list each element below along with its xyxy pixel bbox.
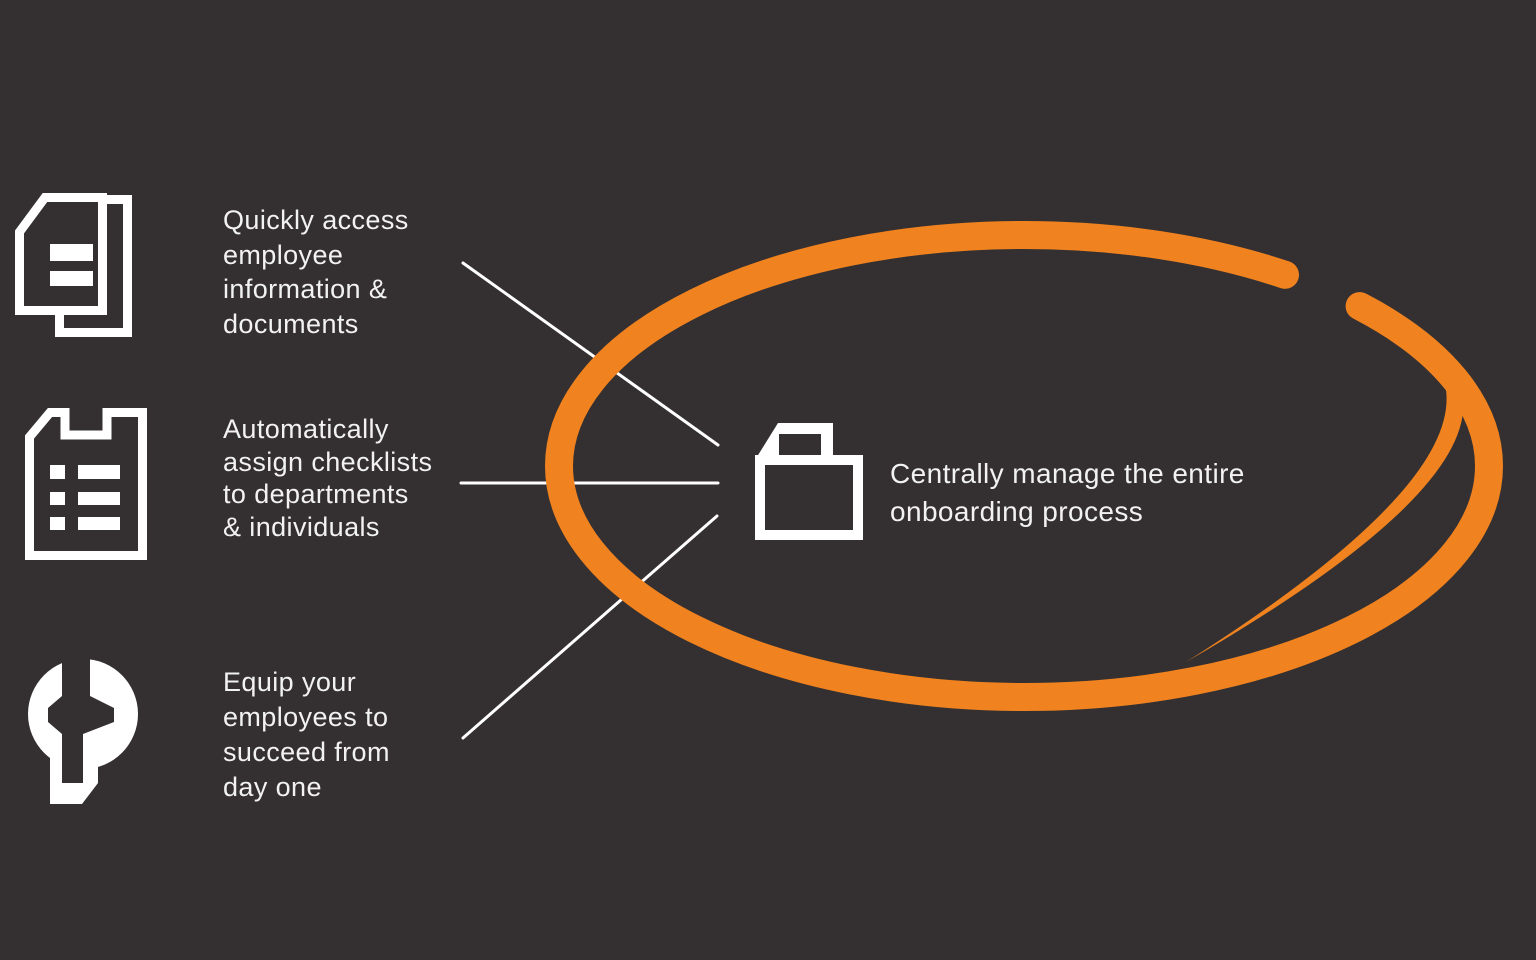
documents-text-bar [50, 271, 93, 286]
checklist-page [25, 408, 147, 560]
wrench-icon [26, 658, 140, 806]
feature-equip-line: employees to [223, 702, 389, 732]
checklist-item-bar [78, 492, 120, 505]
feature-documents-line: Quickly access [223, 205, 409, 235]
feature-equip-label: Equip your employees to succeed from day… [223, 665, 390, 805]
folder-body [755, 455, 863, 540]
feature-equip-line: Equip your [223, 667, 357, 697]
highlight-ellipse [545, 221, 1503, 711]
connector-line-documents [461, 261, 720, 447]
documents-icon [15, 191, 134, 339]
feature-documents-line: employee [223, 239, 344, 270]
center-message-label: Centrally manage the entire onboarding p… [890, 455, 1245, 531]
checklist-item-bar [78, 465, 120, 479]
center-message-line: onboarding process [890, 496, 1144, 527]
feature-checklists-label: Automatically assign checklists to depar… [223, 413, 432, 543]
feature-checklists-line: Automatically [223, 414, 389, 444]
feature-documents-line: documents [223, 308, 359, 339]
feature-equip-line: succeed from [223, 737, 390, 767]
connector-line-equip [461, 514, 719, 740]
feature-checklists-line: to departments [223, 479, 409, 509]
center-message-line: Centrally manage the entire [890, 458, 1245, 489]
feature-documents-label: Quickly access employee information & do… [223, 203, 409, 341]
checklist-item-bar [78, 517, 120, 530]
feature-equip-line: day one [223, 772, 322, 802]
feature-documents-line: information & [223, 274, 388, 304]
checklist-icon [25, 408, 147, 560]
feature-checklists-line: assign checklists [223, 446, 433, 477]
wrench-jaw-cutout [48, 658, 114, 783]
checklist-bullet [50, 492, 65, 505]
checklist-bullet [50, 517, 65, 530]
checklist-bullet [50, 465, 65, 479]
documents-text-bar [50, 244, 93, 261]
folder-icon [745, 418, 863, 542]
highlight-ellipse-inner-stroke [1186, 322, 1464, 662]
feature-checklists-line: & individuals [223, 511, 380, 542]
